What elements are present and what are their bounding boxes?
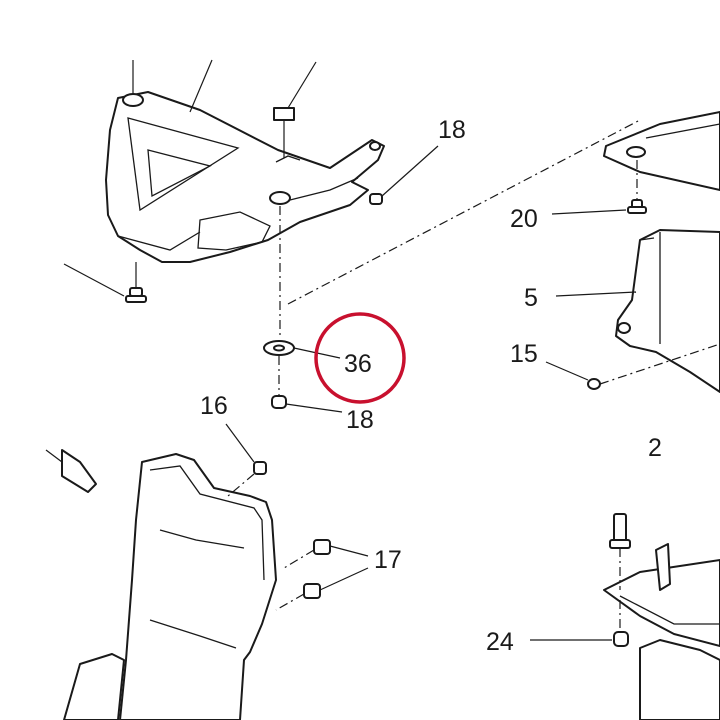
bolt-icon bbox=[125, 262, 147, 303]
washer-icon bbox=[263, 340, 295, 356]
callout-36: 36 bbox=[344, 350, 372, 378]
lower-cover bbox=[61, 449, 277, 720]
nut-icon bbox=[369, 193, 383, 205]
callout-16: 16 bbox=[200, 392, 228, 420]
side-cover bbox=[615, 229, 720, 393]
grommet-icon bbox=[587, 378, 601, 390]
clip-icon bbox=[283, 539, 331, 569]
highlight-circle bbox=[314, 312, 406, 404]
screw-icon bbox=[227, 461, 267, 497]
nut-icon bbox=[613, 631, 629, 647]
clip-nut-icon bbox=[273, 107, 295, 158]
bolt-icon bbox=[627, 160, 647, 214]
callout-20: 20 bbox=[510, 205, 538, 233]
stud-icon bbox=[609, 513, 631, 632]
clip-icon bbox=[275, 583, 321, 611]
callout-18-upper: 18 bbox=[438, 116, 466, 144]
callout-18-lower: 18 bbox=[346, 406, 374, 434]
nut-icon bbox=[271, 395, 287, 409]
callout-5: 5 bbox=[524, 284, 538, 312]
callout-24: 24 bbox=[486, 628, 514, 656]
callout-17: 17 bbox=[374, 546, 402, 574]
side-panel-top bbox=[603, 111, 720, 191]
base-plate bbox=[603, 543, 720, 720]
bracket-assembly bbox=[105, 91, 385, 263]
callout-2-partial: 2 bbox=[648, 434, 662, 462]
callout-15: 15 bbox=[510, 340, 538, 368]
